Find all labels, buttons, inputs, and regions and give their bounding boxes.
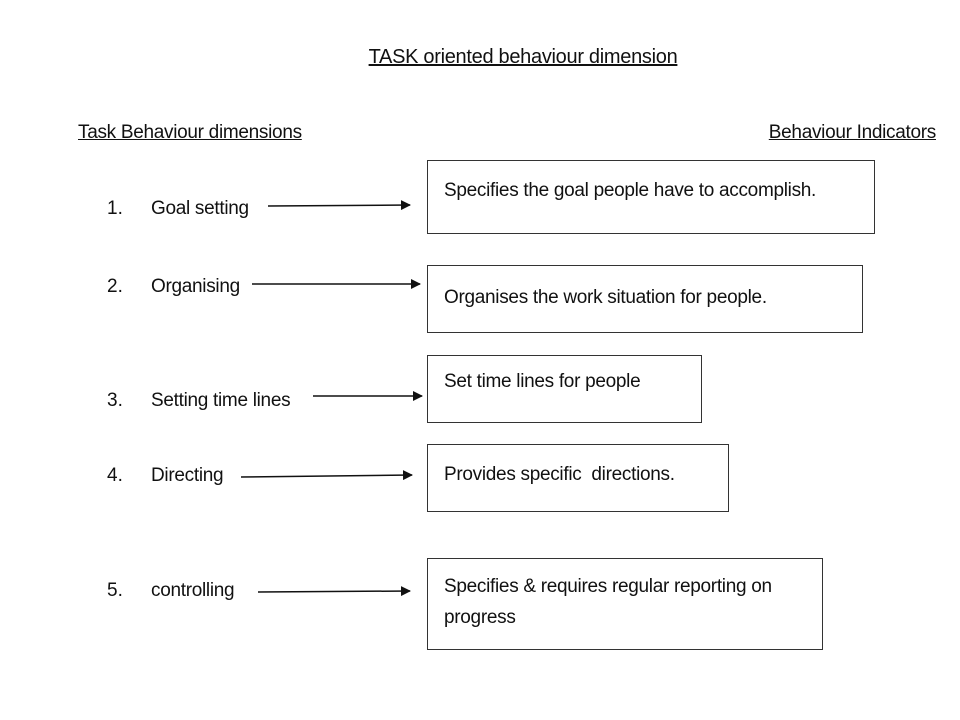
right-column-header: Behaviour Indicators — [768, 122, 937, 143]
row-5-indicator-box: Specifies & requires regular reporting o… — [427, 558, 823, 650]
row-4-indicator-box: Provides specific directions. — [427, 444, 729, 512]
row-3-dimension: Setting time lines — [151, 390, 291, 411]
row-2-indicator-text: Organises the work situation for people. — [444, 287, 767, 308]
row-2-dimension: Organising — [151, 276, 240, 297]
row-5-number: 5. — [107, 580, 123, 601]
row-1-indicator-text: Specifies the goal people have to accomp… — [444, 180, 817, 201]
arrow-4 — [240, 470, 413, 481]
row-2-indicator-box: Organises the work situation for people. — [427, 265, 863, 333]
row-5-dimension: controlling — [151, 580, 235, 601]
row-1-number: 1. — [107, 198, 123, 219]
arrow-5 — [257, 586, 411, 597]
row-4-dimension: Directing — [151, 465, 224, 486]
row-4-number: 4. — [107, 465, 123, 486]
row-4-indicator-text: Provides specific directions. — [444, 464, 675, 485]
row-3-number: 3. — [107, 390, 123, 411]
row-1-dimension: Goal setting — [151, 198, 249, 219]
row-2-number: 2. — [107, 276, 123, 297]
row-5-indicator-text: Specifies & requires regular reporting o… — [444, 576, 772, 629]
left-column-header: Task Behaviour dimensions — [78, 122, 302, 143]
row-3-indicator-text: Set time lines for people — [444, 371, 641, 392]
arrow-1 — [267, 200, 411, 211]
diagram-title: TASK oriented behaviour dimension — [368, 46, 678, 68]
row-1-indicator-box: Specifies the goal people have to accomp… — [427, 160, 875, 234]
row-3-indicator-box: Set time lines for people — [427, 355, 702, 423]
